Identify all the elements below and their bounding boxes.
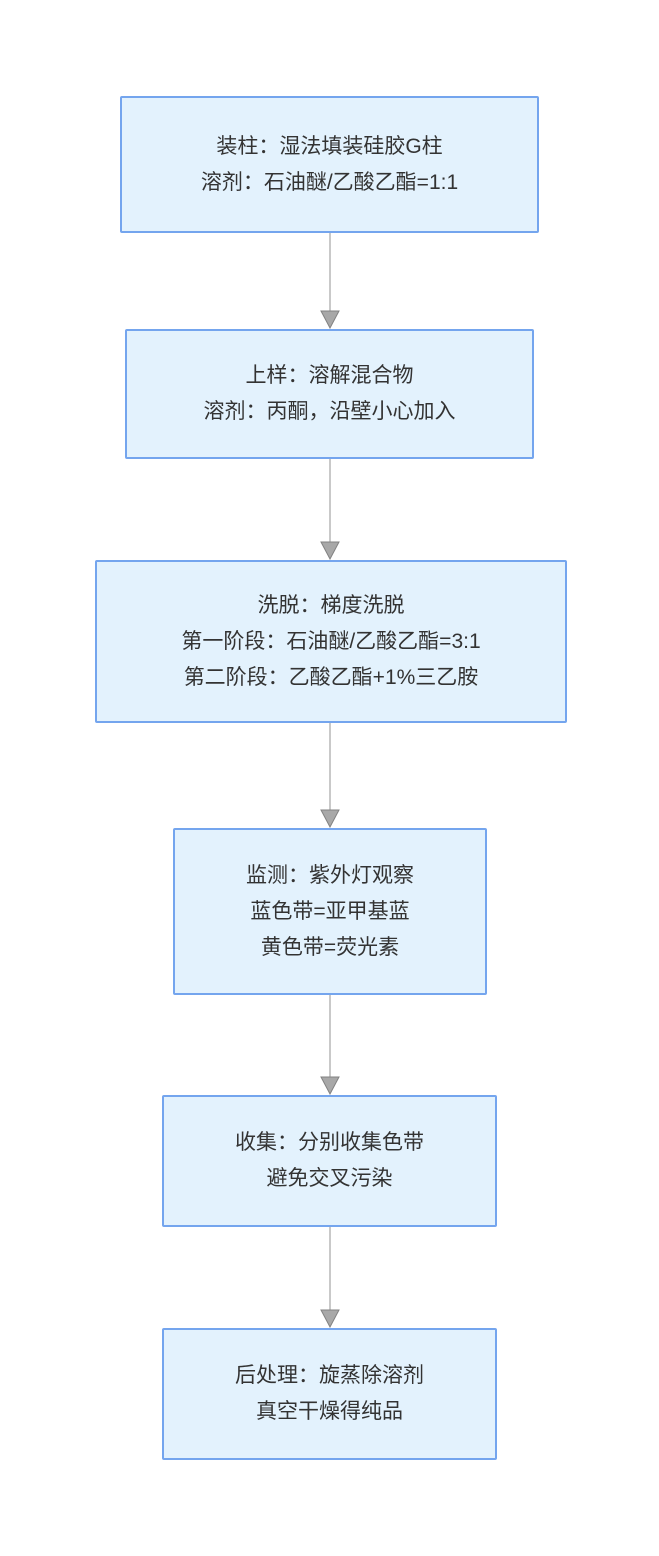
arrow-shaft: [329, 459, 331, 542]
node-text-line: 真空干燥得纯品: [256, 1400, 403, 1423]
node-text-line: 第二阶段：乙酸乙酯+1%三乙胺: [183, 665, 479, 689]
arrow-connector: [320, 1227, 340, 1328]
node-text-line: 黄色带=荧光素: [260, 935, 400, 959]
arrow-shaft: [329, 1227, 331, 1310]
arrow-down-icon: [320, 541, 340, 560]
arrow-connector: [320, 233, 340, 329]
node-text-line: 避免交叉污染: [266, 1167, 393, 1190]
arrow-down-icon: [320, 310, 340, 329]
node-text-line: 溶剂：丙酮，沿壁小心加入: [203, 400, 456, 423]
node-text-line: 后处理：旋蒸除溶剂: [235, 1364, 424, 1387]
node-text-line: 监测：紫外灯观察: [246, 863, 414, 887]
arrow-down-icon: [320, 1076, 340, 1095]
arrow-connector: [320, 459, 340, 560]
arrow-down-icon: [320, 1309, 340, 1328]
arrow-shaft: [329, 723, 331, 810]
node-text-line: 装柱：湿法填装硅胶G柱: [216, 134, 443, 158]
node-text-line: 上样：溶解混合物: [245, 364, 414, 387]
node-text-line: 收集：分别收集色带: [235, 1131, 424, 1154]
flow-node-load-sample: 上样：溶解混合物 溶剂：丙酮，沿壁小心加入: [125, 329, 534, 459]
flow-node-elution: 洗脱：梯度洗脱 第一阶段：石油醚/乙酸乙酯=3:1 第二阶段：乙酸乙酯+1%三乙…: [95, 560, 567, 723]
node-text-line: 洗脱：梯度洗脱: [257, 593, 405, 617]
node-text-line: 溶剂：石油醚/乙酸乙酯=1:1: [200, 170, 459, 194]
node-text-line: 蓝色带=亚甲基蓝: [250, 899, 410, 923]
arrow-shaft: [329, 995, 331, 1077]
flow-node-monitor: 监测：紫外灯观察 蓝色带=亚甲基蓝 黄色带=荧光素: [173, 828, 487, 995]
arrow-shaft: [329, 233, 331, 311]
flow-node-collect: 收集：分别收集色带 避免交叉污染: [162, 1095, 497, 1227]
flow-node-pack-column: 装柱：湿法填装硅胶G柱 溶剂：石油醚/乙酸乙酯=1:1: [120, 96, 539, 233]
arrow-down-icon: [320, 809, 340, 828]
arrow-connector: [320, 995, 340, 1095]
arrow-connector: [320, 723, 340, 828]
flow-node-workup: 后处理：旋蒸除溶剂 真空干燥得纯品: [162, 1328, 497, 1460]
node-text-line: 第一阶段：石油醚/乙酸乙酯=3:1: [181, 629, 481, 653]
